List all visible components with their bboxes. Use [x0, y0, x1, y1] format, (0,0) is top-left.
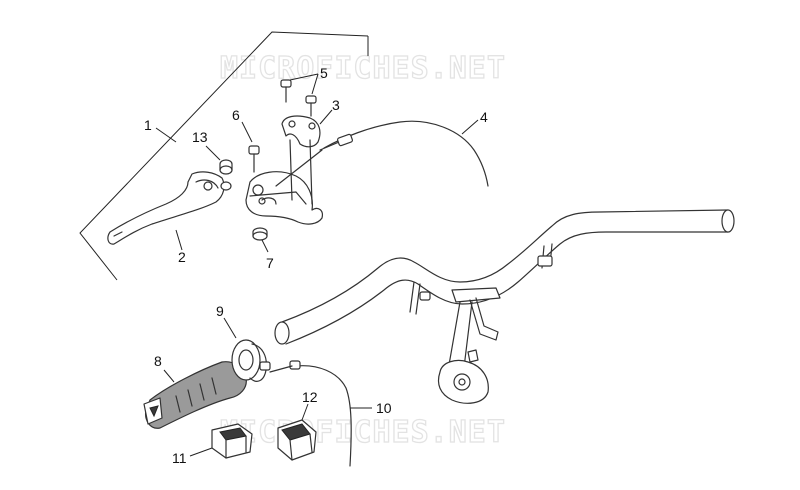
switch-12	[277, 419, 317, 461]
callout-8: 8	[154, 353, 162, 369]
switch-11	[211, 423, 253, 459]
handlebar	[274, 209, 735, 345]
handlebar-left-end	[274, 321, 290, 345]
callout-5: 5	[320, 65, 328, 81]
callout-6: 6	[232, 107, 240, 123]
callout-labels: 1 2 3 4 5 6 7 8 9 10 11 12 13	[144, 65, 488, 466]
callout-4: 4	[480, 109, 488, 125]
callout-3: 3	[332, 97, 340, 113]
lever-bracket-body	[245, 171, 323, 225]
lever-pivot	[203, 181, 213, 191]
throttle-grip-8	[143, 361, 247, 429]
screw-6	[248, 145, 260, 173]
callout-9: 9	[216, 303, 224, 319]
callout-1: 1	[144, 117, 152, 133]
callout-13: 13	[192, 129, 208, 145]
callout-10: 10	[376, 400, 392, 416]
grip-end-logo-icon	[149, 405, 159, 418]
brake-lever	[107, 171, 232, 245]
callout-11: 11	[172, 450, 187, 466]
assembly-bracket	[79, 31, 369, 281]
nut-13	[219, 159, 233, 175]
watermark-top: MICROFICHES.NET	[220, 51, 506, 86]
callout-2: 2	[178, 249, 186, 265]
throttle-cable-10	[269, 360, 352, 467]
watermark-bottom: MICROFICHES.NET	[220, 415, 506, 450]
brake-cable-4	[275, 120, 489, 187]
screws-5	[280, 79, 317, 117]
handlebar-riser	[437, 287, 501, 404]
handlebar-right-end	[721, 209, 735, 233]
nut-7	[252, 227, 268, 241]
callout-7: 7	[266, 255, 274, 271]
callout-12: 12	[302, 389, 318, 405]
clamp-3	[281, 115, 321, 205]
pivot-washer	[220, 181, 232, 191]
leader-lines	[155, 73, 479, 457]
throttle-housing-9	[231, 339, 271, 382]
